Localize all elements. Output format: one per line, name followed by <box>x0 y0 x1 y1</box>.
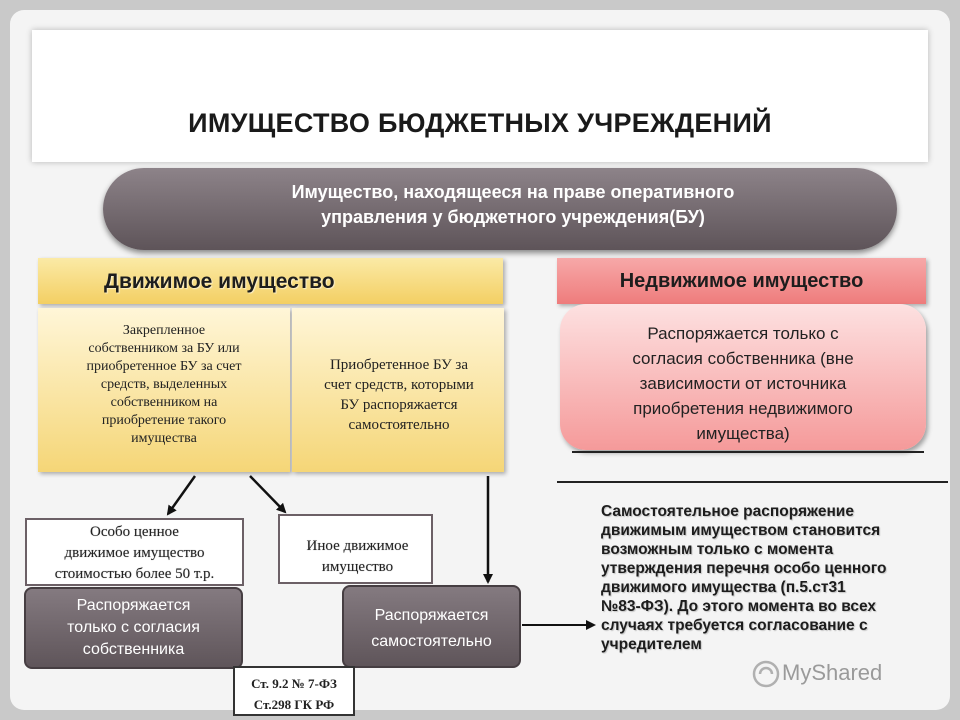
immovable-line: имущества) <box>696 424 790 443</box>
self-dispose-box: Распоряжается самостоятельно <box>342 585 521 668</box>
note-line: №83-ФЗ). До этого момента во всех <box>601 598 877 615</box>
note-line: учредителем <box>601 636 702 653</box>
law-reference-box: Ст. 9.2 № 7-ФЗ Ст.298 ГК РФ <box>233 666 355 716</box>
acquired-line: самостоятельно <box>348 417 450 433</box>
immovable-line: Распоряжается только с <box>647 324 839 343</box>
divider-line <box>572 451 924 453</box>
immovable-rule: Распоряжается только с согласия собствен… <box>560 304 926 450</box>
root-line: Имущество, находящееся на праве оператив… <box>291 182 735 202</box>
consent-line: собственника <box>82 641 185 658</box>
root-line: управления у бюджетного учреждения(БУ) <box>321 207 705 227</box>
note-line: движимого имущества (п.5.ст31 <box>601 579 846 596</box>
immovable-line: согласия собственника (вне <box>632 349 854 368</box>
immovable-header-label: Недвижимое имущество <box>619 270 864 292</box>
valuable-line: стоимостью более 50 т.р. <box>54 566 215 582</box>
note-line: утверждения перечня особо ценного <box>601 560 887 577</box>
fixed-line: Закрепленное <box>122 323 206 338</box>
note-line: Самостоятельное распоряжение <box>601 503 854 520</box>
slide-title: ИМУЩЕСТВО БЮДЖЕТНЫХ УЧРЕЖДЕНИЙ <box>188 108 772 138</box>
fixed-property-cell: Закрепленное собственником за БУ или при… <box>38 308 290 472</box>
immovable-line: приобретения недвижимого <box>633 399 853 418</box>
arrow-to-valuable <box>166 475 197 516</box>
watermark-logo-icon <box>752 660 780 688</box>
other-line: имущество <box>321 559 394 575</box>
law-line: Ст.298 ГК РФ <box>253 697 335 712</box>
self-dispose-line: самостоятельно <box>371 633 492 650</box>
acquired-line: счет средств, которыми <box>324 377 474 393</box>
immovable-header: Недвижимое имущество <box>557 258 926 304</box>
acquired-property-cell: Приобретенное БУ за счет средств, которы… <box>292 308 504 472</box>
immovable-line: зависимости от источника <box>639 374 847 393</box>
title-panel: ИМУЩЕСТВО БЮДЖЕТНЫХ УЧРЕЖДЕНИЙ <box>32 30 928 162</box>
arrow-to-other <box>249 475 287 514</box>
note-line: возможным только с момента <box>601 541 834 558</box>
law-line: Ст. 9.2 № 7-ФЗ <box>251 676 337 691</box>
fixed-line: приобретенное БУ за счет <box>86 359 242 374</box>
watermark-text: MyShared <box>782 660 883 685</box>
fixed-line: собственником на <box>110 395 218 410</box>
other-property-box: Иное движимое имущество <box>278 514 433 584</box>
valuable-line: Особо ценное <box>90 524 179 540</box>
valuable-property-box: Особо ценное движимое имущество стоимост… <box>25 518 244 586</box>
valuable-line: движимое имущество <box>64 545 205 561</box>
movable-header: Движимое имущество <box>38 258 503 304</box>
divider-line <box>557 481 948 483</box>
owner-consent-box: Распоряжается только с согласия собствен… <box>24 587 243 669</box>
note-text: Самостоятельное распоряжение движимым им… <box>601 502 946 654</box>
consent-line: Распоряжается <box>76 597 191 614</box>
fixed-line: собственником за БУ или <box>88 341 240 356</box>
other-line: Иное движимое <box>306 538 409 554</box>
self-dispose-line: Распоряжается <box>374 607 489 624</box>
note-line: случаях требуется согласование с <box>601 617 868 634</box>
fixed-line: средств, выделенных <box>100 377 228 392</box>
fixed-line: имущества <box>131 431 197 446</box>
acquired-line: Приобретенное БУ за <box>329 357 469 373</box>
root-node: Имущество, находящееся на праве оператив… <box>103 168 897 250</box>
acquired-line: БУ распоряжается <box>340 397 458 413</box>
note-line: движимым имуществом становится <box>601 522 881 539</box>
movable-header-label: Движимое имущество <box>104 270 335 293</box>
consent-line: только с согласия <box>67 619 200 636</box>
fixed-line: приобретение такого <box>101 413 227 428</box>
